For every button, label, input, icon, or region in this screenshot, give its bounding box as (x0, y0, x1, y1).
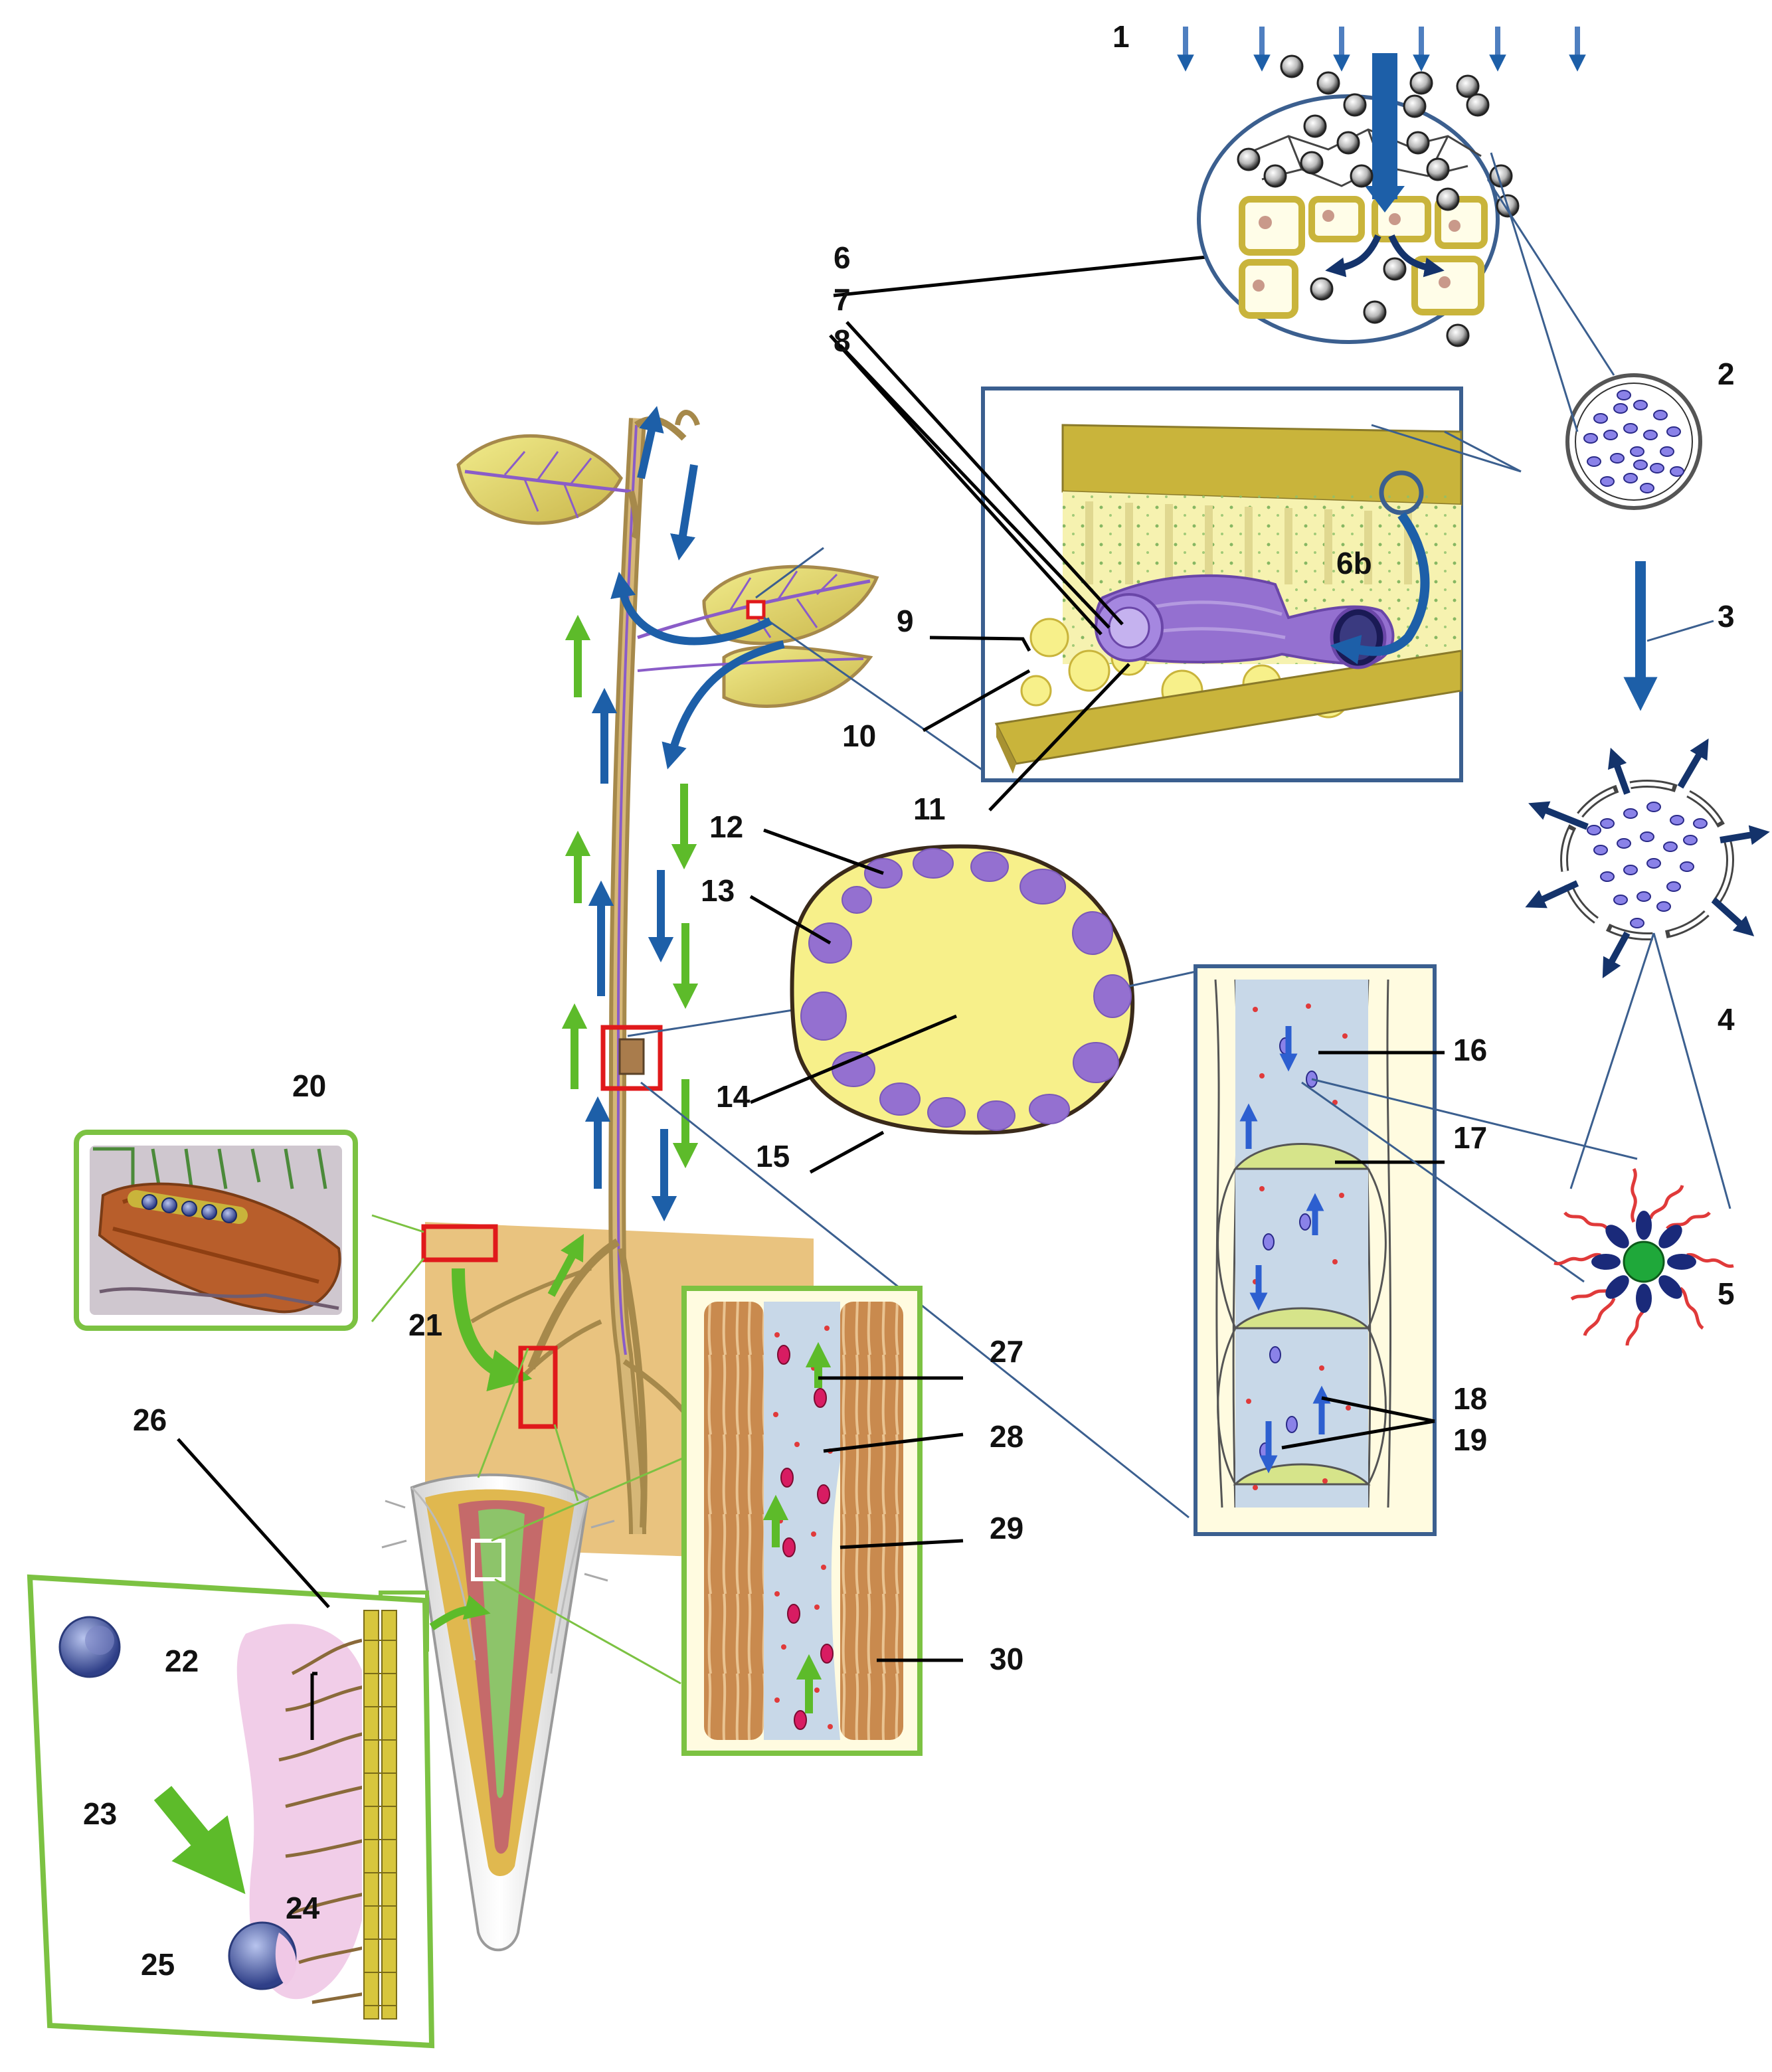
stem-flow-arrows (547, 406, 785, 1297)
pointer-26 (177, 1438, 330, 1740)
phloem-pointers (1281, 1051, 1445, 1450)
leaf-sample-marker (746, 600, 766, 620)
soil-sample-marker (421, 1224, 498, 1262)
root-cone (381, 1473, 615, 1952)
leaf-section-panel (981, 387, 1463, 782)
leaf-surface-zoom (1197, 53, 1520, 347)
soil-zoom-lines (371, 1214, 425, 1322)
root-sample-marker (518, 1345, 558, 1429)
xylem-pointers (818, 1376, 964, 1662)
disassembling-particle (1525, 738, 1770, 979)
stem-section-pointers (749, 828, 957, 1174)
upper-left-leaf (456, 434, 640, 540)
plant-roots (470, 1238, 700, 1528)
virion-cluster (1565, 373, 1702, 510)
entry-arrow (153, 1786, 246, 1895)
soil-source-panel (74, 1130, 358, 1331)
root-hair-panel (27, 1574, 435, 2049)
soil-to-root-arrow (452, 1268, 533, 1392)
leaf-zoom-line (755, 547, 984, 772)
xylem-panel (681, 1286, 923, 1756)
incoming-particle-arrows (1177, 27, 1586, 72)
stem-sample-marker (600, 1025, 663, 1091)
ribonucleoprotein-complex (1553, 1167, 1734, 1346)
phloem-panel (1194, 964, 1437, 1536)
stem-cross-section (790, 844, 1135, 1135)
